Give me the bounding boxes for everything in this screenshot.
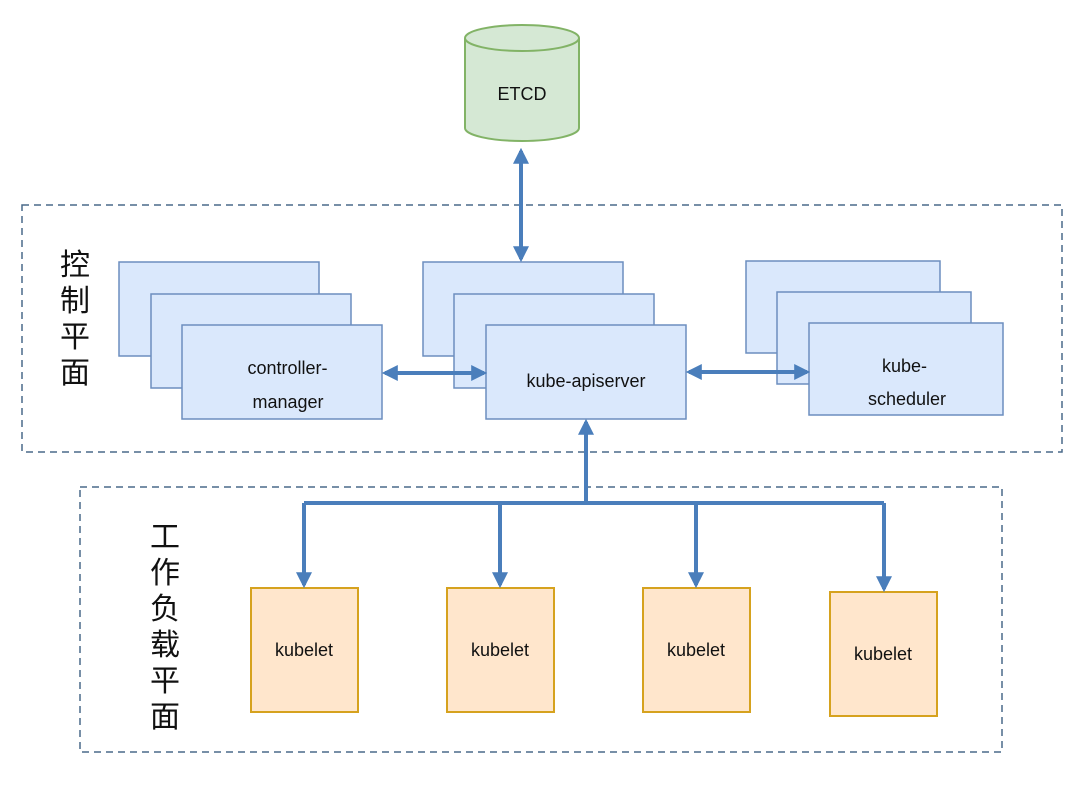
control-plane-title: 控制平面 [60,248,90,391]
kube-apiserver-stack: kube-apiserver [422,261,687,420]
etcd-label: ETCD [498,84,547,104]
kubelet-label-3: kubelet [667,640,725,660]
controller-manager-box [181,324,383,420]
etcd-database: ETCD [464,24,580,142]
kubelet-node-1: kubelet [250,587,359,713]
controller-manager-label-line1: controller- [247,358,327,378]
kube-scheduler-box [808,322,1004,416]
svg-text:kube- scheduler: kube- scheduler [868,356,946,409]
kube-apiserver-box [485,324,687,420]
kube-scheduler-label-line2: scheduler [868,389,946,409]
kubelet-label-4: kubelet [854,644,912,664]
svg-text:controller- manager: controller- manager [247,358,332,412]
worker-plane-title: 工作负载平面 [150,520,180,735]
controller-manager-stack: controller- manager [118,261,383,420]
kubelet-node-2: kubelet [446,587,555,713]
controller-manager-label-line2: manager [252,392,323,412]
worker-plane-zone [79,486,1003,753]
kubelet-label-1: kubelet [275,640,333,660]
kubelet-node-4: kubelet [829,591,938,717]
kube-scheduler-label-line1: kube- [882,356,927,376]
kube-scheduler-stack: kube- scheduler [745,260,1004,416]
kubelet-node-3: kubelet [642,587,751,713]
control-plane-zone [21,204,1063,453]
kube-apiserver-label: kube-apiserver [526,371,645,391]
kubelet-label-2: kubelet [471,640,529,660]
